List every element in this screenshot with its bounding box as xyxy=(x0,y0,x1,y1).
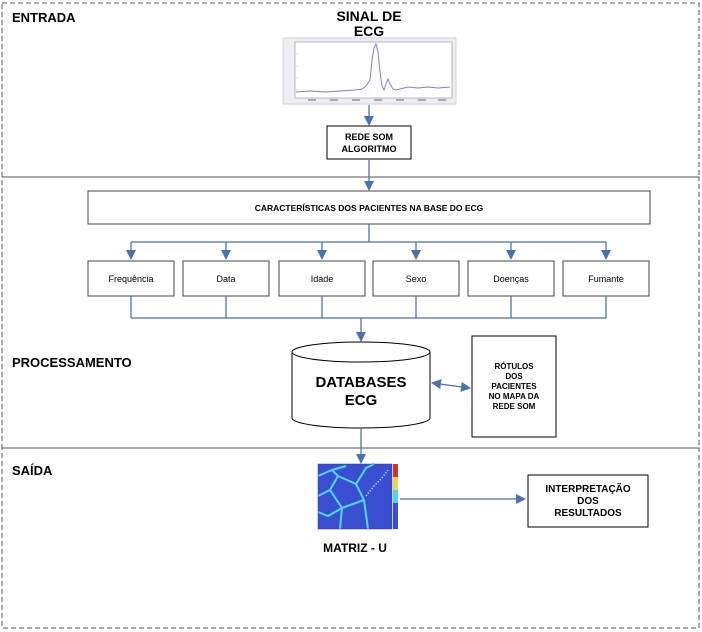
feature-distribution-connectors xyxy=(126,224,611,260)
section-title-processamento: PROCESSAMENTO xyxy=(12,355,132,370)
feature-label: Sexo xyxy=(406,274,427,284)
som-algorithm-line2: ALGORITMO xyxy=(342,144,397,154)
characteristics-box xyxy=(87,190,651,225)
feature-box: Data xyxy=(182,260,270,297)
ecg-signal-title-line2: ECG xyxy=(354,23,384,39)
interpretation-line: INTERPRETAÇÃO xyxy=(545,482,631,495)
characteristics-box-label: CARACTERÍSTICAS DOS PACIENTES NA BASE DO… xyxy=(255,203,484,213)
section-saida-frame xyxy=(1,447,700,629)
feature-box: Frequência xyxy=(87,260,175,297)
som-labels-line: NO MAPA DA xyxy=(489,392,540,401)
feature-label: Data xyxy=(216,274,235,284)
feature-boxes: Frequência Data Idade Sexo Doenças Fuman… xyxy=(87,260,650,297)
feature-box: Idade xyxy=(278,260,366,297)
feature-box: Doenças xyxy=(467,260,555,297)
interpretation-line: RESULTADOS xyxy=(554,508,622,519)
ecg-signal-title-line1: SINAL DE xyxy=(336,8,401,24)
umatrix-label: MATRIZ - U xyxy=(323,541,387,555)
arrow-database-labels-bidirectional xyxy=(431,379,471,392)
feature-box: Fumante xyxy=(562,260,650,297)
som-algorithm-box xyxy=(326,125,412,160)
som-algorithm-line1: REDE SOM xyxy=(345,132,393,142)
som-labels-line: DOS xyxy=(505,372,523,381)
database-label-line2: ECG xyxy=(345,392,378,409)
feature-label: Fumante xyxy=(588,274,624,284)
feature-collection-connectors xyxy=(130,296,607,342)
interpretation-line: DOS xyxy=(577,496,599,507)
feature-label: Doenças xyxy=(493,274,529,284)
section-title-saida: SAÍDA xyxy=(12,463,53,478)
som-labels-line: REDE SOM xyxy=(493,402,536,411)
feature-label: Frequência xyxy=(108,274,153,284)
som-labels-box xyxy=(471,335,557,438)
database-label-line1: DATABASES xyxy=(315,374,406,391)
interpretation-box xyxy=(527,474,649,528)
som-labels-line: RÓTULOS xyxy=(494,362,534,371)
som-labels-line: PACIENTES xyxy=(491,382,537,391)
section-title-entrada: ENTRADA xyxy=(12,10,76,25)
feature-box: Sexo xyxy=(372,260,460,297)
feature-label: Idade xyxy=(311,274,334,284)
database-cylinder xyxy=(291,341,431,429)
umatrix-image xyxy=(317,463,398,530)
ecg-signal-plot xyxy=(282,37,457,105)
